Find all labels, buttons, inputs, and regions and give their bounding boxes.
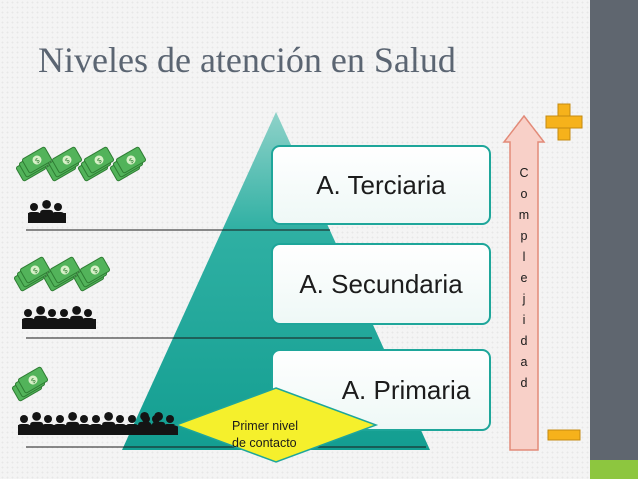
level-label-terciaria: A. Terciaria [316,169,446,200]
arrow-letter: d [520,376,528,390]
arrow-letter: j [522,292,526,306]
sidebar-green-band [590,460,638,479]
arrow-letter: p [520,229,528,243]
money-stack-icon [16,147,147,182]
plus-icon [545,103,583,141]
arrow-letter: e [520,271,528,285]
level-box-secundaria [271,243,491,325]
money-stack-icon [12,367,49,402]
arrow-letter: l [522,250,526,264]
level-label-primaria: A. Primaria [341,374,471,405]
money-stack-icon [14,257,111,292]
arrow-letter: o [520,187,528,201]
complexity-arrow [502,114,546,451]
callout-diamond [173,387,379,463]
arrow-letter: C [519,166,529,180]
level-label-secundaria: A. Secundaria [299,268,463,299]
minus-icon [547,429,581,441]
arrow-letter: a [520,355,528,369]
people-icon [22,306,96,329]
callout-text: Primer nivel de contacto [232,418,332,452]
callout-line-1: Primer nivel [232,419,298,433]
arrow-letter: m [518,208,530,222]
arrow-letter: i [522,313,526,327]
people-icon [28,200,66,223]
arrow-letter: d [520,334,528,348]
right-sidebar [590,0,638,479]
slide-title: Niveles de atención en Salud [38,40,456,80]
callout-line-2: de contacto [232,436,297,450]
level-box-terciaria [271,145,491,225]
